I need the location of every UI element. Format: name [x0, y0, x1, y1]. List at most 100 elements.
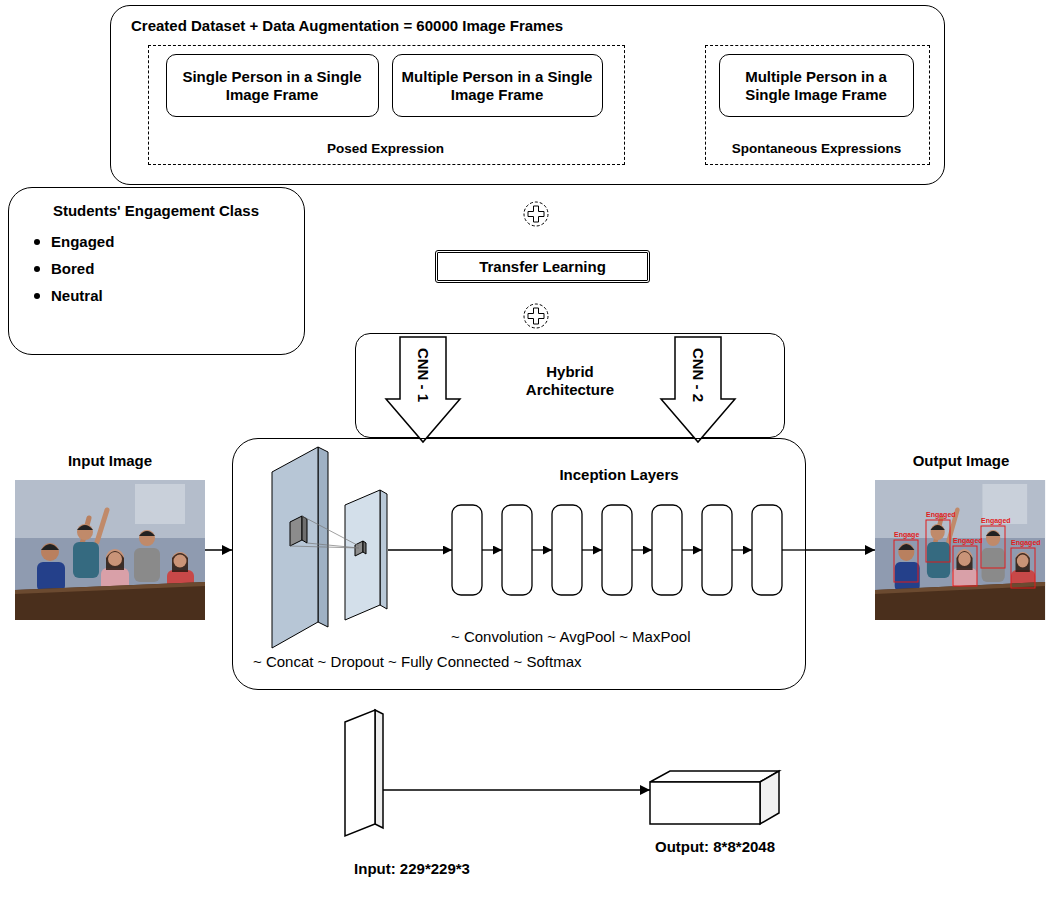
architecture-box: Hybrid Architecture CNN - 1 CNN - 2: [355, 333, 785, 438]
node-text: Multiple Person in a Single Image Frame: [397, 68, 597, 104]
sum-symbol: [528, 308, 544, 324]
node-text: Single Person in a Single Image Frame: [171, 68, 373, 104]
inception-layers: [602, 505, 632, 595]
detection-box: [894, 540, 918, 582]
conv-feature-map: [290, 516, 359, 548]
input-photo: [15, 480, 205, 620]
detection-label: Engaged: [926, 511, 956, 518]
node-text: Output: 8*8*2048: [640, 838, 790, 856]
inception-layers: [552, 505, 582, 595]
inception-layers: [632, 549, 652, 550]
output-photo: [875, 480, 1045, 620]
bullet-item: Engaged: [51, 233, 281, 251]
node-text: Transfer Learning: [442, 258, 643, 276]
inception-layers: [388, 549, 452, 550]
dataset-panel: Created Dataset + Data Augmentation = 60…: [110, 5, 945, 185]
conv-feature-map: [318, 447, 328, 627]
detection-box: [926, 520, 950, 562]
inception-layers: [752, 505, 782, 595]
output-photo: [875, 480, 1045, 620]
sum-symbol: [524, 202, 548, 226]
input-tensor-face: [375, 710, 383, 828]
node-text: Students' Engagement Class: [13, 202, 299, 220]
cnn-arrow-shape-face: [386, 337, 460, 442]
input-tensor-outline: [345, 710, 383, 836]
inception-layers: [652, 505, 682, 595]
node-text: Inception Layers: [529, 466, 709, 484]
flow-arrow: [383, 789, 650, 791]
bullet-dot: [34, 239, 40, 245]
inception-layers: [732, 549, 752, 550]
sum-symbol: [524, 304, 548, 328]
node-text: CNN - 2: [689, 347, 707, 401]
conv-feature-map: [272, 447, 318, 648]
inception-layers: [482, 549, 502, 550]
node-text: Hybrid Architecture: [511, 363, 629, 399]
inception-layers: [782, 549, 806, 550]
sum-symbol: [528, 206, 544, 222]
node-text: ~ Concat ~ Dropout ~ Fully Connected ~ S…: [253, 653, 773, 671]
output-tensor-face: [650, 771, 779, 782]
output-tensor-face: [760, 771, 779, 824]
inception-layers: [682, 549, 702, 550]
detection-box: [1011, 548, 1035, 588]
input-tensor: Input: 229*229*3: [345, 710, 383, 836]
conv-feature-map: [272, 447, 387, 648]
detection-box: [894, 520, 1035, 588]
flow-arrow: [205, 549, 232, 551]
conv-feature-map: [290, 516, 302, 546]
inception-layers: [702, 505, 732, 595]
detection-label: Engage: [894, 531, 919, 538]
inception-layers: [388, 505, 806, 595]
inception-layers: [502, 505, 532, 595]
conv-feature-map: [363, 541, 366, 554]
node-text: Posed Expression: [149, 141, 623, 157]
node-text: ~ Convolution ~ AvgPool ~ MaxPool: [451, 628, 796, 646]
group-box: Posed Expression Single Person in a Singl…: [148, 45, 625, 165]
group-box: Spontaneous Expressions Multiple Person i…: [705, 45, 930, 165]
detection-label: Engaged: [953, 537, 983, 544]
network-box: Inception Layers ~ Convolution ~ AvgPool …: [232, 438, 806, 690]
class-list-box: Students' Engagement ClassEngagedBoredNe…: [8, 187, 305, 355]
input-tensor-face: [345, 710, 375, 836]
cnn-arrow-shape: CNN - 1: [385, 337, 461, 443]
conv-feature-map: [302, 516, 359, 546]
conv-feature-map: [345, 490, 380, 620]
process-box: Single Person in a Single Image Frame: [166, 54, 379, 117]
node-text: Input: 229*229*3: [332, 860, 492, 878]
conv-feature-map: [302, 516, 307, 543]
process-box: Transfer Learning: [435, 250, 650, 283]
node-text: Spontaneous Expressions: [706, 141, 928, 157]
node-text: Output Image: [875, 452, 1047, 470]
flow-arrow: [806, 549, 875, 551]
cnn-arrow-shape: CNN - 2: [660, 337, 736, 443]
bullet-dot: [34, 293, 40, 299]
sum-symbol: [524, 202, 548, 226]
detection-label: Engaged: [981, 517, 1011, 524]
inception-layers: [582, 549, 602, 550]
conv-feature-map: [290, 546, 359, 548]
process-box: Multiple Person in a Single Image Frame: [719, 54, 914, 117]
node-text: Multiple Person in a Single Image Frame: [724, 68, 908, 104]
output-tensor: Output: 8*8*2048: [650, 770, 780, 825]
image-panel: Input Image: [15, 452, 205, 620]
detection-box: [981, 526, 1005, 568]
output-tensor-face: [650, 782, 760, 824]
inception-layers: [452, 505, 482, 595]
bullet-dot: [34, 266, 40, 272]
sum-symbol: [524, 304, 548, 328]
detection-label: Engaged: [1011, 539, 1041, 546]
bullet-item: Bored: [51, 260, 281, 278]
conv-feature-map: [355, 541, 363, 556]
node-text: Created Dataset + Data Augmentation = 60…: [131, 17, 921, 35]
node-text: Input Image: [15, 452, 205, 470]
node-text: CNN - 1: [414, 347, 432, 401]
cnn-arrow-shape-face: [661, 337, 735, 442]
input-photo: [15, 480, 205, 620]
inception-layers: [532, 549, 552, 550]
bullet-item: Neutral: [51, 287, 281, 305]
process-box: Multiple Person in a Single Image Frame: [392, 54, 603, 117]
